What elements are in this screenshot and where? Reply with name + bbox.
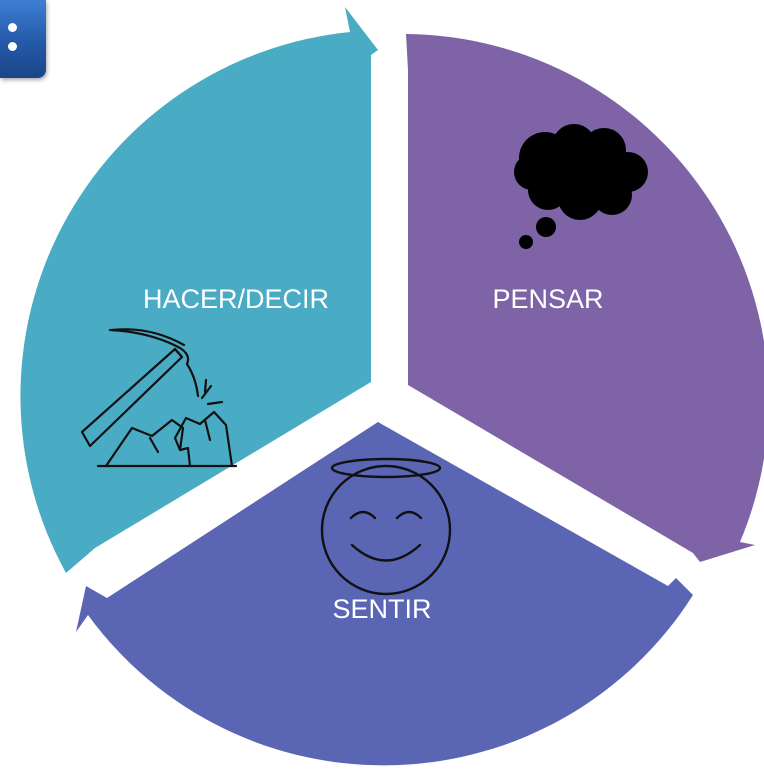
segment-pensar[interactable]: PENSAR [406, 34, 764, 562]
pickaxe-rock-icon [80, 328, 238, 468]
menu-button[interactable] [0, 0, 46, 78]
segment-sentir-label: SENTIR [332, 594, 431, 624]
segment-hacer-label: HACER/DECIR [143, 284, 329, 314]
segment-pensar-label: PENSAR [492, 284, 603, 314]
segment-hacer-shape [20, 7, 378, 573]
thought-cloud-icon [514, 124, 648, 249]
segment-sentir[interactable]: SENTIR [76, 422, 693, 766]
smiley-halo-icon [320, 457, 452, 596]
segment-hacer[interactable]: HACER/DECIR [20, 7, 378, 573]
segment-pensar-shape [406, 34, 764, 562]
vertical-dots-icon [8, 23, 17, 32]
